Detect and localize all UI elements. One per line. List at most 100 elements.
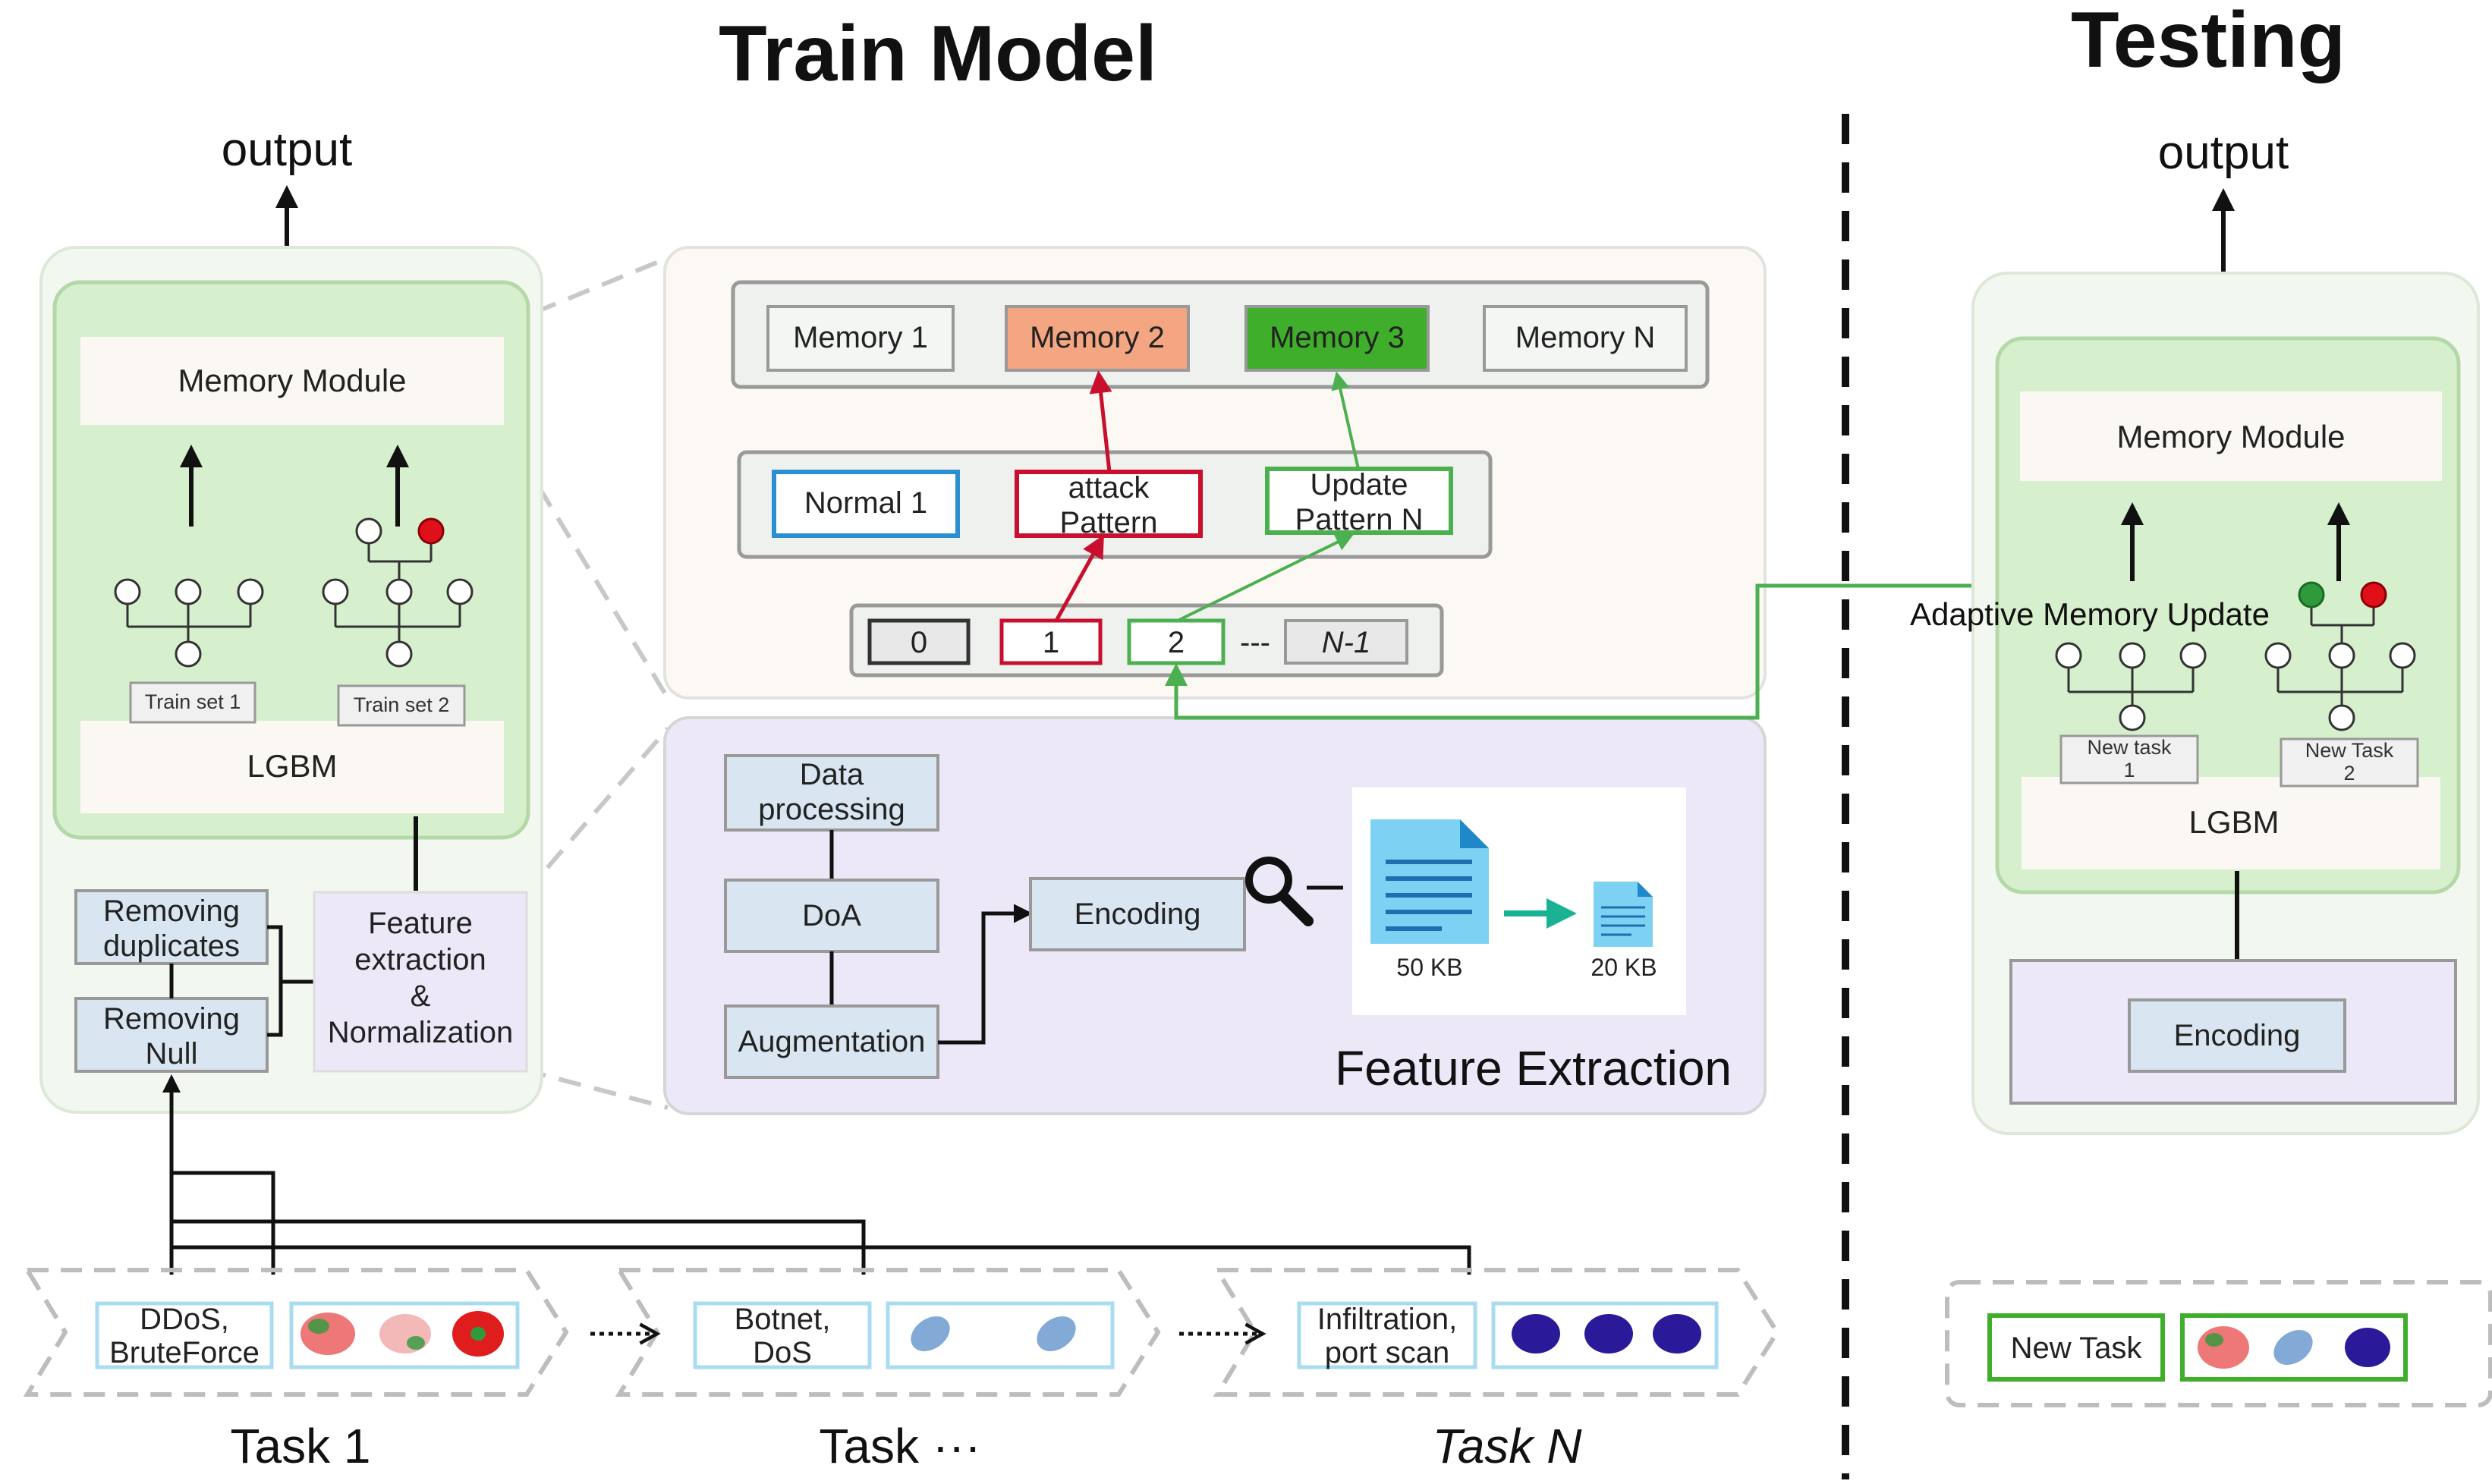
memory-1-label: Memory 1 <box>793 321 928 354</box>
index-n-1-box <box>1284 619 1408 665</box>
new-task-box <box>1987 1313 2165 1382</box>
task-2-label-line1: Botnet, <box>735 1303 831 1336</box>
update-pattern-line1: Update <box>1311 468 1408 501</box>
memory-n-box <box>1483 305 1688 372</box>
memory-1-box <box>766 305 955 372</box>
attack-pattern-box <box>1015 470 1203 538</box>
adaptive-update-path <box>1165 583 2302 720</box>
task-n-label-line1: Infiltration, <box>1317 1303 1458 1336</box>
task-feed-lines <box>169 1079 1471 1275</box>
new-task-2-box <box>2280 737 2419 788</box>
encoding-label: Encoding <box>1075 898 1201 931</box>
task-2-name: Task ··· <box>819 1419 980 1473</box>
task-n-name: Task N <box>1433 1419 1583 1473</box>
train-set-2-box <box>337 684 466 727</box>
attack-arrow-1 <box>1054 534 1104 622</box>
normal-pattern-box <box>772 470 960 538</box>
removing-null-line1: Removing <box>103 1002 240 1036</box>
index-2-label: 2 <box>1168 626 1185 659</box>
new-task-2-line1: New Task <box>2305 739 2394 762</box>
augmentation-label: Augmentation <box>738 1025 926 1058</box>
new-task-label: New Task <box>2011 1332 2143 1365</box>
memory-module-box <box>80 337 504 425</box>
update-arrow-2 <box>1331 371 1360 470</box>
new-task-1-box <box>2059 734 2199 784</box>
data-processing-line2: processing <box>758 793 905 826</box>
testing-lgbm-label: LGBM <box>2188 804 2279 840</box>
new-task-strip <box>1945 1280 2492 1407</box>
tree-train-set-2 <box>322 517 474 668</box>
task-2-label-box <box>693 1301 872 1369</box>
feature-extraction-line1: Feature <box>368 907 473 940</box>
attack-arrow-2 <box>1089 370 1112 473</box>
testing-memory-module-label: Memory Module <box>2116 419 2345 454</box>
task-2-label-line2: DoS <box>753 1336 812 1369</box>
small-file-icon <box>1594 882 1653 947</box>
normal-pattern-label: Normal 1 <box>804 486 927 520</box>
task-feed-arrowhead <box>162 1074 181 1093</box>
memory-bank <box>731 280 1710 389</box>
removing-null-line2: Null <box>146 1037 198 1071</box>
feature-extraction-line2: extraction <box>354 943 486 976</box>
testing-memory-module-box <box>2020 391 2442 481</box>
data-processing-line1: Data <box>800 758 864 791</box>
task-2-scatter-thumbnails <box>911 1316 1076 1351</box>
train-model-title: Train Model <box>719 10 1157 98</box>
task-1-label-box <box>95 1301 274 1369</box>
new-task-2-line2: 2 <box>2343 762 2355 784</box>
new-task-1-line1: New task <box>2087 736 2172 759</box>
adaptive-node-green <box>2298 581 2325 608</box>
train-set-2-label: Train set 2 <box>354 693 450 716</box>
task-n-label-line2: port scan <box>1325 1336 1450 1369</box>
memory-3-label: Memory 3 <box>1270 321 1405 354</box>
aug-to-encoding-arrow <box>938 904 1033 1045</box>
memory-3-box <box>1244 305 1430 372</box>
update-arrow-1 <box>1177 533 1355 622</box>
attack-pattern-line1: attack <box>1068 471 1150 505</box>
memory-module-label: Memory Module <box>178 363 406 398</box>
size-before-label: 50 KB <box>1396 954 1462 981</box>
memory-2-box <box>1005 305 1190 372</box>
index-2-box <box>1127 618 1226 665</box>
testing-lgbm-box <box>2022 777 2440 869</box>
testing-encoding-label: Encoding <box>2174 1019 2301 1052</box>
index-1-label: 1 <box>1043 626 1059 659</box>
memory-2-label: Memory 2 <box>1030 321 1165 354</box>
train-set-1-box <box>129 681 256 724</box>
feature-extraction-title: Feature Extraction <box>1335 1041 1732 1096</box>
adaptive-update-label: Adaptive Memory Update <box>1910 596 2270 632</box>
tree-new-task-2 <box>2264 595 2416 731</box>
task-n-label-box <box>1297 1301 1477 1369</box>
feature-extraction-box <box>313 891 528 1073</box>
tree-new-task-1 <box>2055 642 2207 731</box>
task-1-label-line2: BruteForce <box>109 1336 260 1369</box>
feature-extraction-line3: & <box>411 979 431 1013</box>
memory-n-label: Memory N <box>1515 321 1655 354</box>
task-1-label-line1: DDoS, <box>140 1303 229 1336</box>
task-1-name: Task 1 <box>231 1419 371 1473</box>
size-after-label: 20 KB <box>1591 954 1657 981</box>
lgbm-label: LGBM <box>247 748 337 784</box>
encoding-box <box>1029 877 1246 951</box>
index-n-1-label: N-1 <box>1322 626 1370 659</box>
output-label-train: output <box>222 124 352 176</box>
task-1-scatter-thumbnails <box>300 1311 504 1357</box>
removing-null-box <box>74 997 269 1073</box>
update-pattern-box <box>1265 467 1453 535</box>
update-pattern-line2: Pattern N <box>1295 503 1424 536</box>
train-set-1-label: Train set 1 <box>145 690 241 713</box>
output-label-test: output <box>2158 127 2289 179</box>
attack-pattern-line2: Pattern <box>1060 506 1158 539</box>
removing-duplicates-line1: Removing <box>103 894 240 928</box>
anomaly-node-test <box>2360 581 2387 608</box>
lgbm-box <box>80 721 504 813</box>
doa-label: DoA <box>802 899 861 932</box>
magnifier-icon <box>1245 857 1314 926</box>
removing-duplicates-line2: duplicates <box>103 929 240 963</box>
index-0-box <box>867 618 971 665</box>
new-task-1-line2: 1 <box>2123 759 2135 781</box>
testing-encoding-box <box>2128 998 2346 1073</box>
new-task-scatter-thumbnails <box>2198 1326 2390 1369</box>
index-1-box <box>999 618 1103 665</box>
